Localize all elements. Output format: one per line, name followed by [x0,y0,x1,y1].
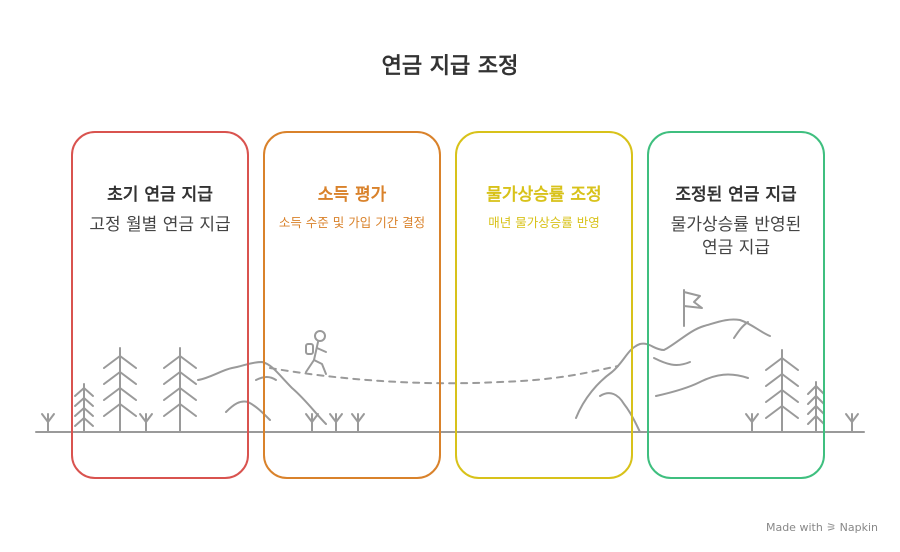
step-heading-1: 초기 연금 지급 [71,180,249,205]
step-heading-4: 조정된 연금 지급 [647,180,825,205]
step-desc-2: 소득 수준 및 가입 기간 결정 [263,214,441,232]
step-desc-3: 매년 물가상승률 반영 [455,214,633,232]
step-desc-1: 고정 월별 연금 지급 [71,214,249,237]
step-heading-2: 소득 평가 [263,180,441,205]
step-desc-4: 물가상승률 반영된 연금 지급 [647,214,825,260]
step-heading-3: 물가상승률 조정 [455,180,633,205]
napkin-credit: Made with ⚞ Napkin [766,521,878,534]
